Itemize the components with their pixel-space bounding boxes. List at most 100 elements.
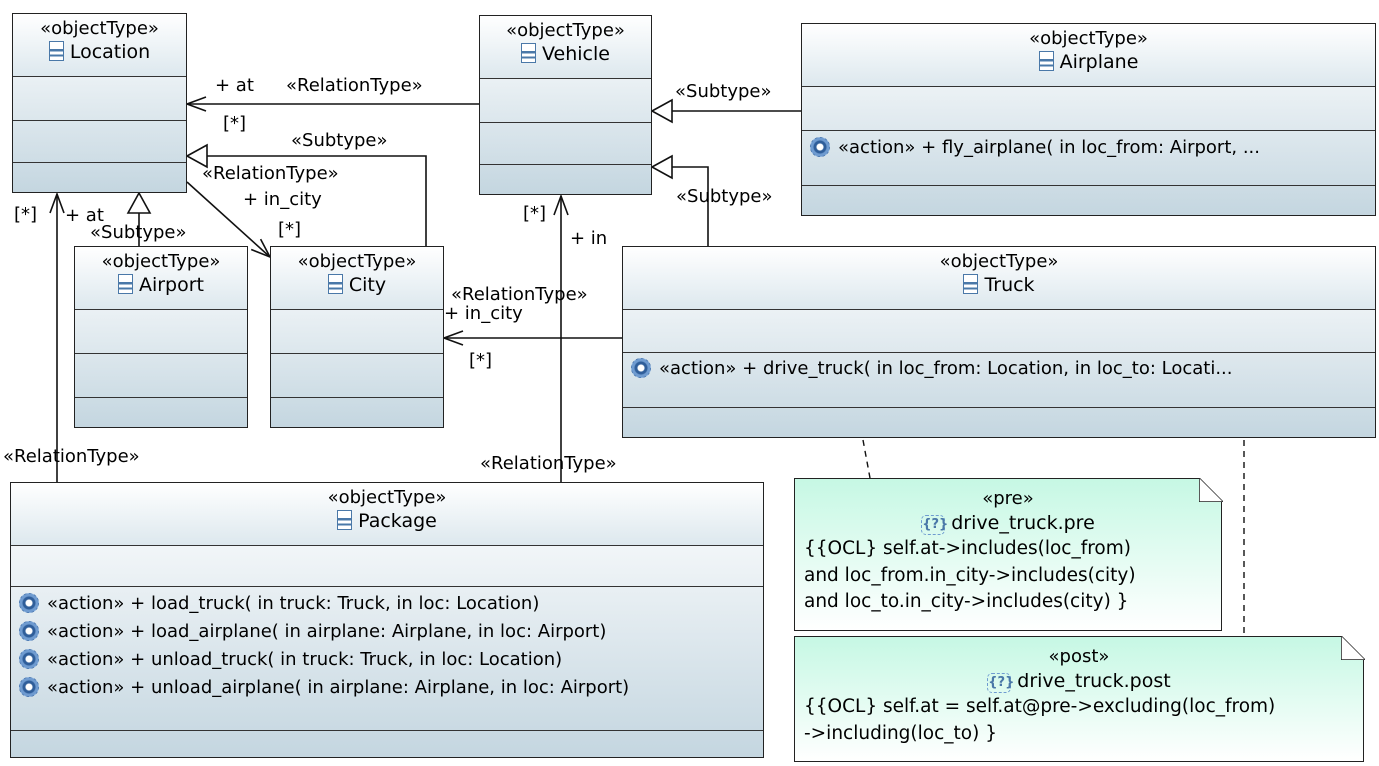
- subtype-label: «Subtype»: [676, 186, 773, 207]
- constraint-icon: {?}: [987, 673, 1014, 693]
- gear-icon: [19, 677, 39, 697]
- note-stereotype: «post»: [1048, 646, 1110, 667]
- operation-drive-truck[interactable]: «action» + drive_truck( in loc_from: Loc…: [623, 355, 1375, 383]
- class-name: Truck: [984, 274, 1035, 296]
- operation-fly-airplane[interactable]: «action» + fly_airplane( in loc_from: Ai…: [802, 134, 1375, 162]
- generalization-head-vehicle-truck: [650, 154, 673, 180]
- multiplicity-label: [*]: [223, 113, 247, 134]
- operation-unload-truck[interactable]: «action» + unload_truck( in truck: Truck…: [11, 646, 763, 674]
- class-header: «objectType» Airplane: [802, 24, 1375, 87]
- class-header: «objectType» Location: [13, 14, 186, 77]
- generalization-head-location-city: [185, 143, 208, 169]
- operations-compartment: «action» + drive_truck( in loc_from: Loc…: [623, 355, 1375, 383]
- relation-stereotype-label: «RelationType»: [286, 75, 423, 96]
- compartment-divider: [11, 586, 763, 587]
- compartment-divider: [13, 120, 186, 121]
- class-stereotype: «objectType»: [939, 251, 1059, 272]
- compartment-divider: [480, 122, 651, 123]
- subtype-label: «Subtype»: [675, 81, 772, 102]
- ocl-line: and loc_from.in_city->includes(city): [804, 564, 1136, 586]
- class-name: Airplane: [1059, 51, 1139, 73]
- class-header: «objectType» Package: [11, 483, 763, 546]
- role-label: + at: [65, 205, 104, 226]
- note-body: {{OCL} self.at = self.at@pre->excluding(…: [795, 694, 1363, 747]
- multiplicity-label: [*]: [469, 350, 493, 371]
- generalization-head-vehicle-airplane: [650, 98, 673, 124]
- role-label: + in_city: [243, 189, 322, 210]
- class-icon: [337, 510, 353, 530]
- ocl-line: and loc_to.in_city->includes(city) }: [804, 591, 1129, 612]
- generalization-city-location: [207, 155, 427, 246]
- note-pre-condition[interactable]: «pre» {?}drive_truck.pre {{OCL} self.at-…: [794, 477, 1223, 631]
- class-icon: [327, 274, 343, 294]
- compartment-divider: [75, 353, 247, 354]
- class-stereotype: «objectType»: [101, 251, 221, 272]
- class-stereotype: «objectType»: [506, 20, 625, 41]
- class-stereotype: «objectType»: [1029, 28, 1148, 49]
- operations-compartment: «action» + load_truck( in truck: Truck, …: [11, 590, 763, 702]
- class-package[interactable]: «objectType» Package «action» + load_tru…: [10, 482, 764, 758]
- constraint-icon: {?}: [921, 515, 948, 535]
- class-icon: [963, 274, 979, 294]
- compartment-divider: [623, 352, 1375, 353]
- compartment-divider: [75, 397, 247, 398]
- ocl-line: ->including(loc_to) }: [804, 722, 997, 744]
- class-name: Package: [358, 510, 437, 532]
- class-icon: [1038, 51, 1054, 71]
- note-stereotype: «pre»: [982, 488, 1034, 509]
- role-label: + in: [570, 228, 608, 249]
- note-anchor-pre: [862, 439, 871, 479]
- class-name: Airport: [138, 274, 205, 296]
- class-name: City: [348, 274, 387, 296]
- class-name: Location: [69, 41, 151, 63]
- multiplicity-label: [*]: [523, 203, 547, 224]
- multiplicity-label: [*]: [14, 204, 38, 225]
- ocl-line: {{OCL} self.at->includes(loc_from): [804, 538, 1131, 559]
- note-body: {{OCL} self.at->includes(loc_from) and l…: [795, 536, 1221, 616]
- class-header: «objectType» Airport: [75, 247, 247, 310]
- class-header: «objectType» Vehicle: [480, 16, 651, 79]
- relation-stereotype-label: «RelationType»: [3, 446, 140, 467]
- class-icon: [521, 43, 537, 63]
- class-stereotype: «objectType»: [327, 487, 447, 508]
- relation-stereotype-label: «RelationType»: [451, 284, 588, 305]
- subtype-label: «Subtype»: [90, 222, 187, 243]
- class-name: Vehicle: [542, 43, 610, 65]
- relation-stereotype-label: «RelationType»: [480, 453, 617, 474]
- compartment-divider: [480, 164, 651, 165]
- class-icon: [48, 41, 64, 61]
- gear-icon: [19, 649, 39, 669]
- role-label: + in_city: [444, 303, 523, 324]
- class-airport[interactable]: «objectType» Airport: [74, 246, 248, 428]
- class-truck[interactable]: «objectType» Truck «action» + drive_truc…: [622, 246, 1376, 438]
- subtype-label: «Subtype»: [291, 130, 388, 151]
- compartment-divider: [271, 397, 443, 398]
- class-header: «objectType» Truck: [623, 247, 1375, 310]
- gear-icon: [810, 137, 830, 157]
- class-vehicle[interactable]: «objectType» Vehicle: [479, 15, 652, 195]
- operations-compartment: «action» + fly_airplane( in loc_from: Ai…: [802, 134, 1375, 162]
- note-title: drive_truck.pre: [951, 512, 1095, 534]
- class-location[interactable]: «objectType» Location: [12, 13, 187, 193]
- operation-unload-airplane[interactable]: «action» + unload_airplane( in airplane:…: [11, 674, 763, 702]
- operation-load-airplane[interactable]: «action» + load_airplane( in airplane: A…: [11, 618, 763, 646]
- note-fold: [1340, 635, 1365, 660]
- gear-icon: [19, 593, 39, 613]
- compartment-divider: [802, 130, 1375, 131]
- multiplicity-label: [*]: [278, 219, 302, 240]
- compartment-divider: [271, 353, 443, 354]
- relation-stereotype-label: «RelationType»: [202, 163, 339, 184]
- note-title: drive_truck.post: [1017, 670, 1171, 692]
- note-post-condition[interactable]: «post» {?}drive_truck.post {{OCL} self.a…: [794, 635, 1365, 762]
- generalization-truck-vehicle: [672, 166, 709, 246]
- ocl-line: {{OCL} self.at = self.at@pre->excluding(…: [804, 696, 1276, 717]
- compartment-divider: [802, 185, 1375, 186]
- operation-load-truck[interactable]: «action» + load_truck( in truck: Truck, …: [11, 590, 763, 618]
- class-city[interactable]: «objectType» City: [270, 246, 444, 428]
- compartment-divider: [11, 730, 763, 731]
- role-label: + at: [215, 75, 254, 96]
- association-location-city: [186, 181, 270, 257]
- gear-icon: [19, 621, 39, 641]
- class-header: «objectType» City: [271, 247, 443, 310]
- class-airplane[interactable]: «objectType» Airplane «action» + fly_air…: [801, 23, 1376, 216]
